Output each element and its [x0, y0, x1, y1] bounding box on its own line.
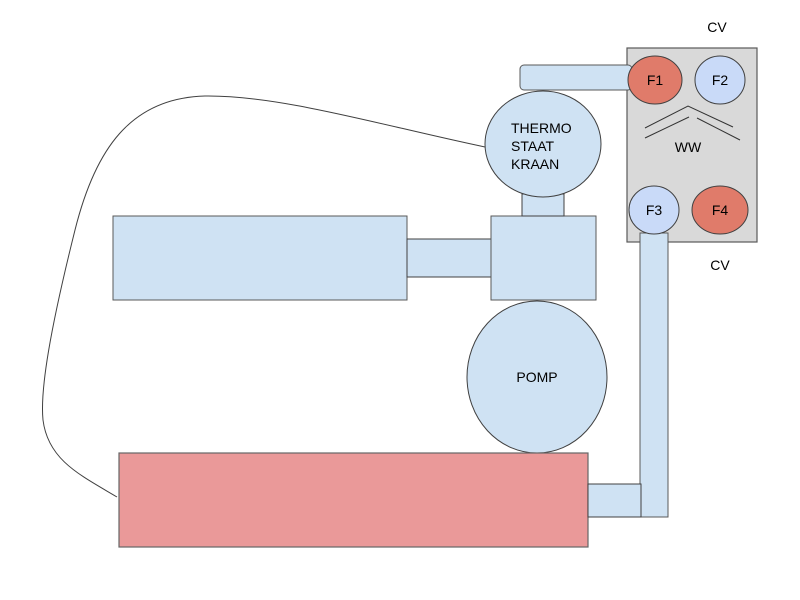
- manifold-box: [490, 215, 597, 301]
- capillary-line: [42, 95, 486, 498]
- supply-pipe-top: [519, 64, 633, 91]
- f1-label: F1: [647, 72, 664, 88]
- thermostat-valve: [484, 90, 602, 198]
- f3-cold-connector: [628, 185, 680, 235]
- thermostat-label-line3: KRAAN: [511, 156, 559, 172]
- thermostat-label-line1: THERMO: [511, 120, 572, 136]
- ww-flame-icon: [644, 105, 741, 141]
- cv-label-bottom: CV: [710, 257, 730, 273]
- f2-cold-connector: [694, 55, 746, 105]
- radiator-connector: [406, 238, 492, 278]
- radiator-block: [112, 215, 408, 301]
- f1-hot-connector: [627, 55, 683, 105]
- f4-hot-connector: [691, 185, 749, 235]
- pump-label: POMP: [516, 369, 557, 385]
- thermostat-label-line2: STAAT: [511, 138, 554, 154]
- f2-label: F2: [712, 72, 729, 88]
- cv-label-top: CV: [707, 19, 727, 35]
- f4-label: F4: [712, 202, 729, 218]
- ww-label: WW: [675, 139, 702, 155]
- tank-connector: [587, 483, 642, 518]
- return-pipe-vertical: [639, 232, 669, 518]
- hot-water-tank: [118, 452, 589, 548]
- f3-label: F3: [646, 202, 663, 218]
